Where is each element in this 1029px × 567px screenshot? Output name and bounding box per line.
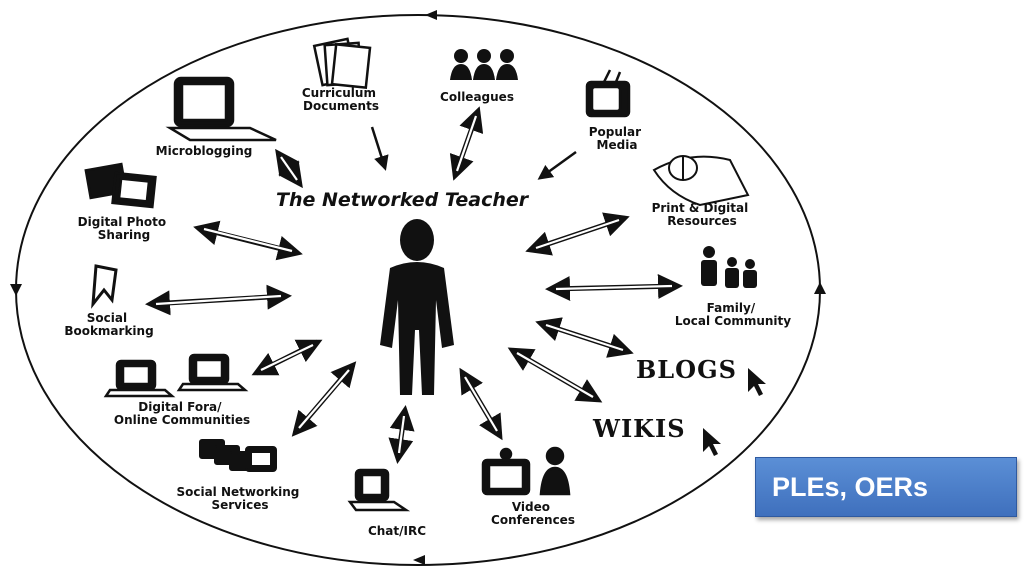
print-resources-icon — [652, 155, 750, 207]
cycle-arrow-top — [425, 10, 437, 20]
laptop-icon — [165, 76, 277, 142]
documents-icon — [312, 37, 372, 90]
label-blogs: BLOGS — [636, 355, 737, 384]
arrow-popular-media — [537, 150, 577, 180]
chat-laptop-icon — [347, 468, 411, 512]
bookmark-icon — [91, 264, 118, 309]
ples-oers-callout: PLEs, OERs — [755, 457, 1017, 517]
label-curriculum: Curriculum Documents — [302, 86, 380, 113]
teacher-figure-icon — [380, 219, 454, 395]
label-popular-media: Popular Media — [589, 125, 646, 152]
label-microblogging: Microblogging — [156, 144, 253, 158]
family-icon — [701, 246, 757, 288]
cursor-icon — [703, 428, 721, 456]
label-family: Family/ Local Community — [675, 301, 791, 328]
label-social-bookmarking: Social Bookmarking — [64, 311, 153, 338]
label-video: Video Conferences — [491, 500, 575, 527]
forum-computers-icon — [103, 353, 249, 398]
cycle-arrow-right — [814, 282, 826, 294]
cursor-icon — [748, 368, 766, 396]
label-print-digital: Print & Digital Resources — [652, 201, 753, 228]
label-colleagues: Colleagues — [440, 90, 514, 104]
cycle-arrow-left — [10, 284, 22, 296]
arrow-curriculum — [370, 126, 389, 171]
label-social-networking: Social Networking Services — [176, 485, 303, 512]
video-conference-icon — [481, 446, 571, 496]
label-wikis: WIKIS — [592, 414, 686, 443]
label-fora: Digital Fora/ Online Communities — [114, 400, 250, 427]
diagram-title: The Networked Teacher — [276, 189, 530, 211]
label-photo-sharing: Digital Photo Sharing — [78, 215, 171, 242]
social-networking-icon — [199, 439, 277, 472]
cycle-arrow-bottom — [413, 555, 425, 565]
photos-icon — [84, 162, 157, 209]
callout-label: PLEs, OERs — [772, 471, 929, 502]
tv-icon — [585, 69, 631, 118]
colleagues-icon — [450, 49, 518, 80]
label-chat: Chat/IRC — [368, 524, 426, 538]
